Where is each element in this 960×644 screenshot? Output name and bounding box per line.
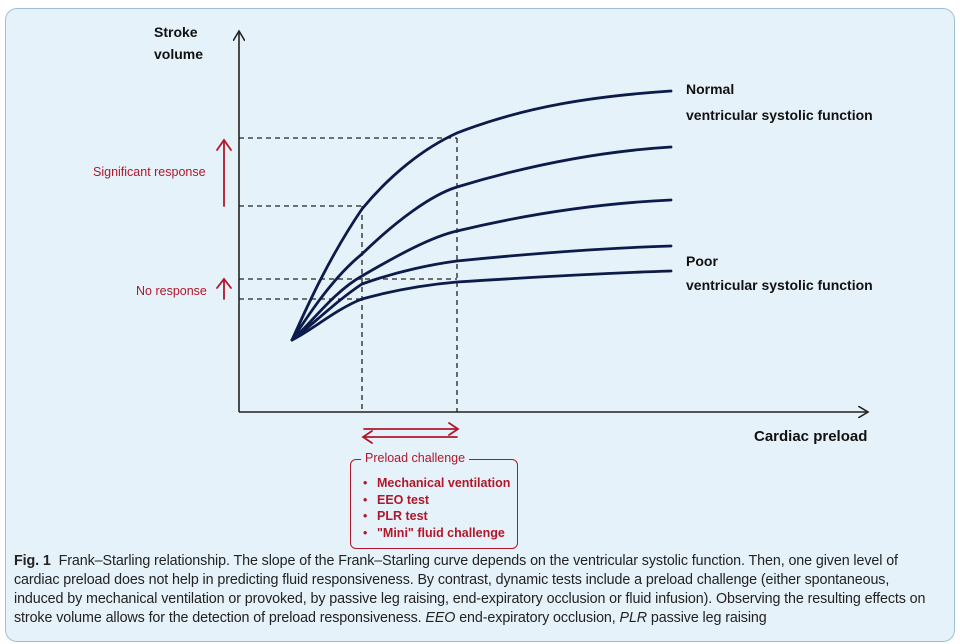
curve-4 xyxy=(290,244,673,342)
bullet-icon: • xyxy=(363,509,368,523)
curve-normal xyxy=(290,89,673,342)
figure-caption: Fig. 1 Frank–Starling relationship. The … xyxy=(14,552,938,628)
preload-challenge-box: Preload challenge •Mechanical ventilatio… xyxy=(350,451,518,549)
preload-challenge-title: Preload challenge xyxy=(361,451,470,465)
list-item: •PLR test xyxy=(363,509,428,523)
curves xyxy=(290,89,673,342)
y-axis-label: Stroke volume xyxy=(154,24,204,62)
list-item: •EEO test xyxy=(363,492,430,507)
x-axis-label: Cardiac preload xyxy=(754,428,868,445)
significant-response-label: Significant response xyxy=(93,165,206,179)
curve-2 xyxy=(290,145,673,342)
double-arrow-icon xyxy=(361,422,460,444)
curve-label-normal: Normal ventricular systolic function xyxy=(686,81,873,123)
bullet-icon: • xyxy=(363,525,368,540)
curve-label-poor: Poor ventricular systolic function xyxy=(686,253,873,293)
preload-challenge-list: •Mechanical ventilation •EEO test •PLR t… xyxy=(363,475,510,541)
no-response-label: No response xyxy=(136,284,207,298)
up-arrow-icon xyxy=(216,277,232,300)
figure-number: Fig. 1 xyxy=(14,553,51,569)
frank-starling-diagram xyxy=(216,9,954,444)
up-arrow-icon xyxy=(216,138,232,207)
curve-3 xyxy=(290,198,673,342)
list-item: •"Mini" fluid challenge xyxy=(363,525,505,540)
caption-def-eeo: end-expiratory occlusion, xyxy=(459,610,616,626)
caption-abbr-eeo: EEO xyxy=(425,610,456,626)
caption-abbr-plr: PLR xyxy=(619,610,648,626)
bullet-icon: • xyxy=(363,492,368,507)
caption-def-plr: passive leg raising xyxy=(650,610,767,626)
dashed-guides xyxy=(239,137,458,412)
bullet-icon: • xyxy=(363,476,368,490)
caption-text: Frank–Starling relationship. The slope o… xyxy=(14,553,926,626)
figure-panel: Stroke volume Cardiac preload Normal ven… xyxy=(5,8,955,642)
list-item: •Mechanical ventilation xyxy=(363,476,511,490)
curve-poor xyxy=(290,269,673,342)
